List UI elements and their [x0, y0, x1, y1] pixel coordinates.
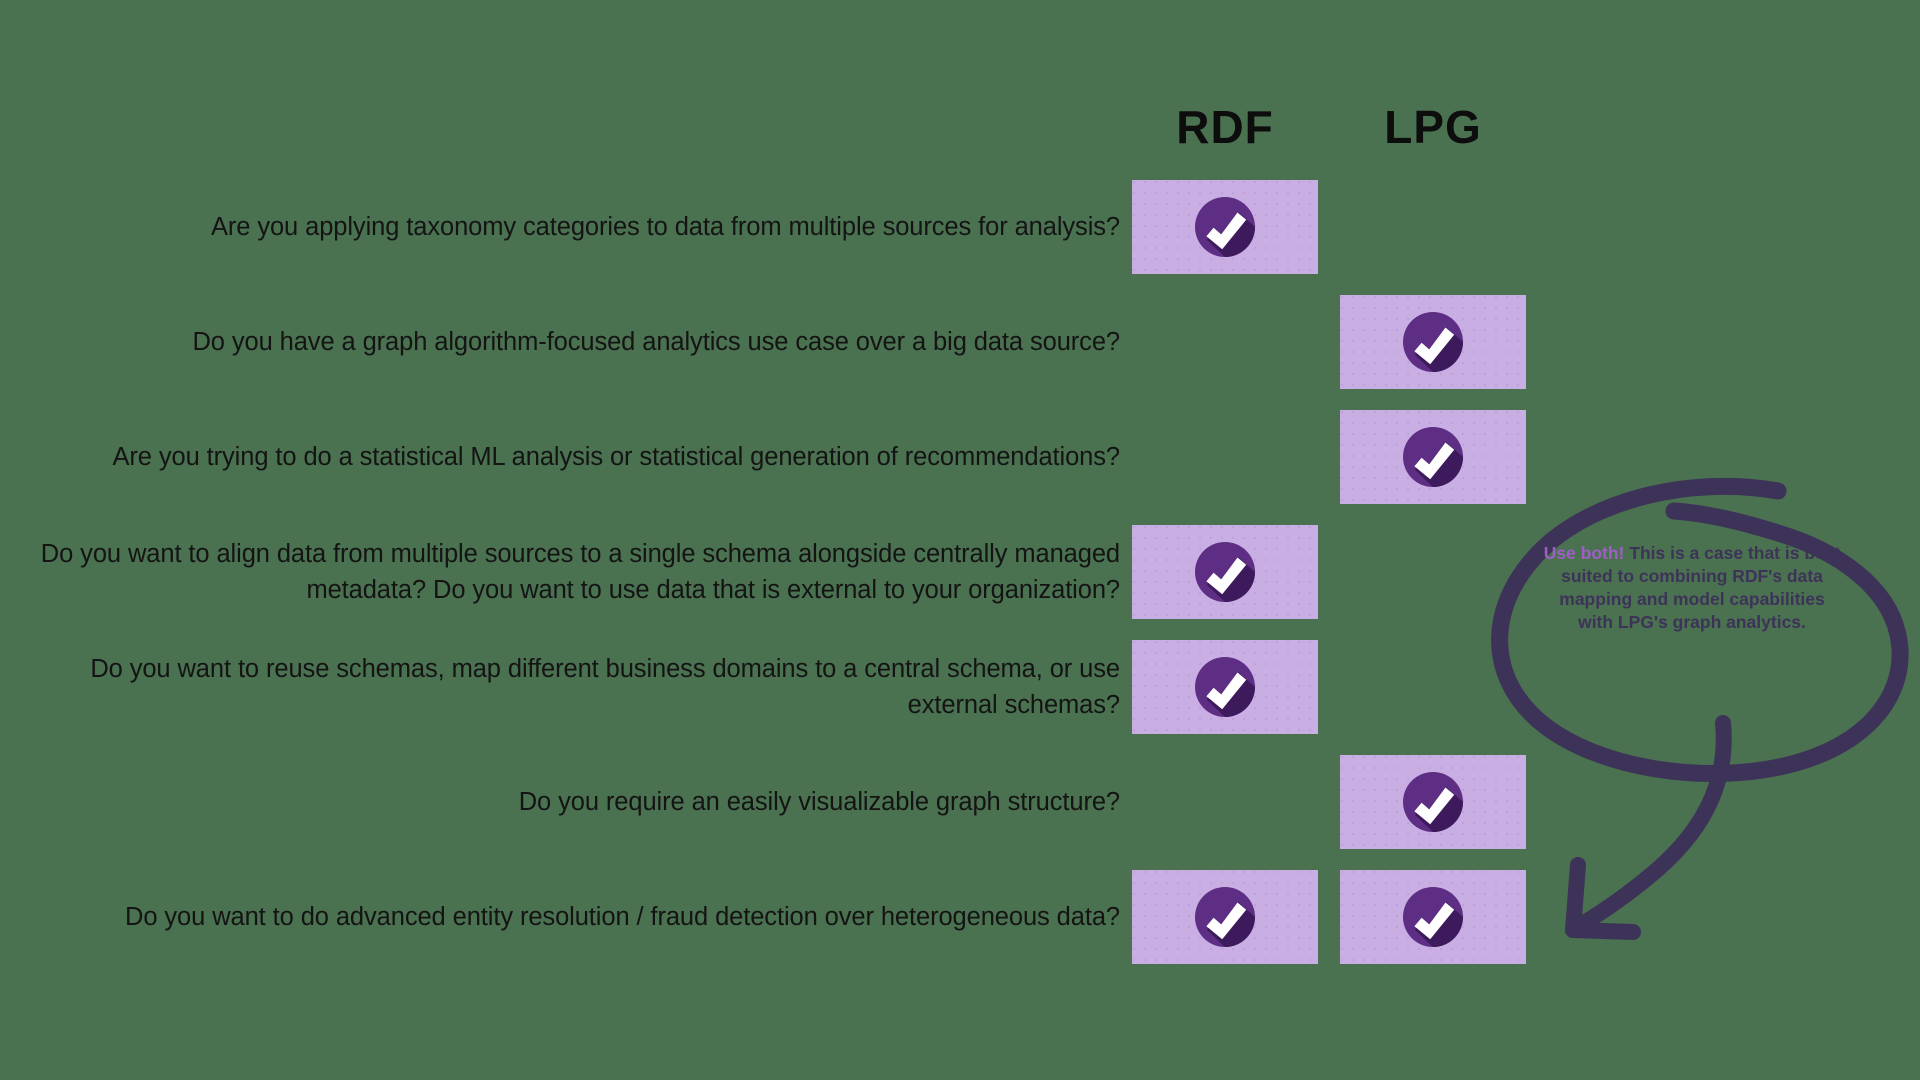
check-circle-icon	[1402, 771, 1464, 833]
answer-cell-rdf	[1132, 180, 1318, 274]
matrix-row: Do you have a graph algorithm-focused an…	[0, 295, 1920, 389]
matrix-row: Do you require an easily visualizable gr…	[0, 755, 1920, 849]
column-header-lpg: LPG	[1384, 101, 1482, 153]
answer-cell-lpg	[1340, 870, 1526, 964]
question-text: Do you want to do advanced entity resolu…	[125, 903, 1120, 931]
matrix-row: Are you trying to do a statistical ML an…	[0, 410, 1920, 504]
answer-cell-lpg	[1340, 755, 1526, 849]
matrix-row: Are you applying taxonomy categories to …	[0, 180, 1920, 274]
check-circle-icon	[1194, 541, 1256, 603]
answer-cell-rdf	[1132, 640, 1318, 734]
question-text: Do you require an easily visualizable gr…	[518, 788, 1120, 816]
answer-cell-rdf	[1132, 525, 1318, 619]
check-circle-icon	[1402, 311, 1464, 373]
answer-cell-lpg	[1340, 295, 1526, 389]
check-circle-icon	[1402, 886, 1464, 948]
matrix-row: Do you want to do advanced entity resolu…	[0, 870, 1920, 964]
check-circle-icon	[1194, 886, 1256, 948]
answer-cell-rdf	[1132, 870, 1318, 964]
matrix-row: Do you want to align data from multiple …	[0, 525, 1920, 619]
column-header-rdf: RDF	[1176, 101, 1274, 153]
check-circle-icon	[1194, 656, 1256, 718]
check-circle-icon	[1194, 196, 1256, 258]
question-text: Are you applying taxonomy categories to …	[210, 213, 1120, 241]
question-text: Are you trying to do a statistical ML an…	[112, 443, 1120, 471]
check-circle-icon	[1402, 426, 1464, 488]
question-text: Do you want to reuse schemas, map differ…	[90, 655, 1120, 719]
answer-cell-lpg	[1340, 410, 1526, 504]
question-text: Do you want to align data from multiple …	[40, 540, 1120, 604]
question-text: Do you have a graph algorithm-focused an…	[192, 328, 1120, 356]
matrix-row: Do you want to reuse schemas, map differ…	[0, 640, 1920, 734]
